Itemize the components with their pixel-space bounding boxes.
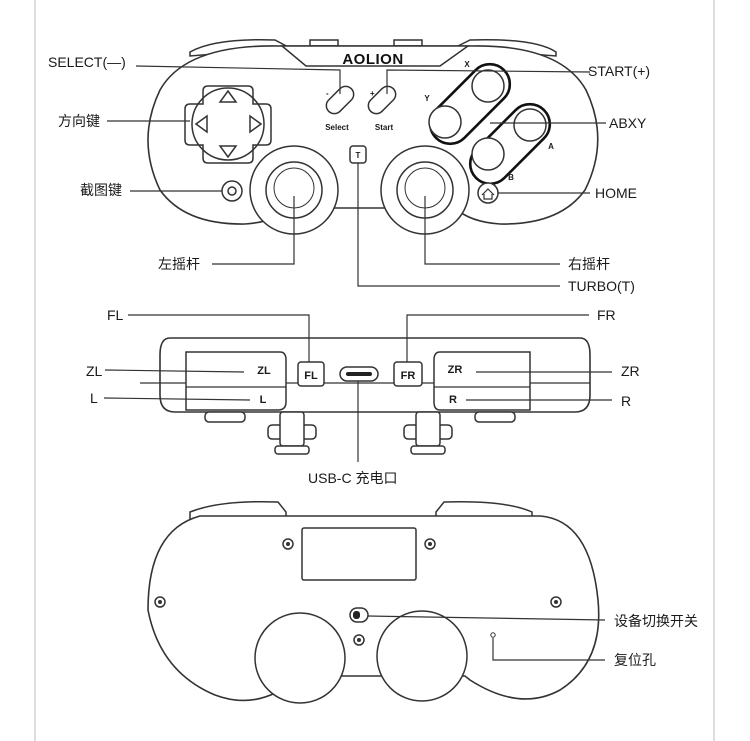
top-callout-lines (103, 314, 612, 462)
label-fl: FL (107, 307, 124, 323)
label-switch: 设备切换开关 (614, 613, 698, 629)
back-screws (154, 538, 562, 646)
label-start: START(+) (588, 63, 650, 79)
minus-mark: - (326, 89, 329, 98)
label-fr: FR (597, 307, 616, 323)
top-right-stick (403, 411, 453, 455)
front-callout-lines (107, 65, 606, 287)
left-shoulder-block (185, 351, 287, 411)
front-brand-panel (279, 45, 471, 67)
back-view (147, 500, 600, 704)
label-r: R (621, 393, 631, 409)
dpad-down-icon (218, 145, 238, 159)
plus-mark: + (370, 89, 375, 98)
fr-button[interactable] (393, 361, 423, 387)
right-stick[interactable] (380, 145, 470, 235)
front-top-nub-left (309, 39, 339, 47)
label-zr: ZR (621, 363, 640, 379)
y-letter: Y (424, 94, 430, 103)
label-abxy: ABXY (609, 115, 647, 131)
top-bump-1 (204, 411, 246, 423)
back-grip-right (376, 610, 468, 702)
usbc-slot-icon (346, 372, 372, 376)
label-l: L (90, 390, 98, 406)
right-shoulder-block (433, 351, 531, 411)
reset-hole[interactable] (490, 632, 496, 638)
left-stick[interactable] (249, 145, 339, 235)
label-left-stick: 左摇杆 (158, 256, 200, 272)
label-home: HOME (595, 185, 637, 201)
dpad-right-icon (249, 114, 263, 134)
r-button[interactable]: R (449, 394, 457, 406)
y-button[interactable] (428, 105, 462, 139)
top-left-stick (267, 411, 317, 455)
b-letter: B (508, 173, 514, 182)
label-select: SELECT(—) (48, 54, 126, 70)
start-button[interactable] (365, 83, 399, 117)
x-button[interactable] (471, 69, 505, 103)
front-top-nub-right (393, 39, 423, 47)
label-turbo: TURBO(T) (568, 278, 635, 294)
label-reset: 复位孔 (614, 652, 656, 668)
screenshot-dot-icon (227, 186, 237, 196)
select-small-label: Select (325, 123, 349, 132)
a-letter: A (548, 142, 554, 151)
turbo-letter: T (356, 151, 361, 160)
zr-button[interactable]: ZR (448, 364, 463, 376)
label-screenshot: 截图键 (80, 182, 122, 198)
home-button[interactable] (477, 182, 499, 204)
b-button[interactable] (471, 137, 505, 171)
label-usbc: USB-C 充电口 (308, 470, 397, 486)
back-grip-left (254, 612, 346, 704)
fr-button-label: FR (401, 370, 416, 382)
select-button[interactable] (323, 83, 357, 117)
front-view: AOLION - + Select Start X Y A B (147, 39, 599, 235)
dpad[interactable] (184, 85, 272, 164)
fl-button[interactable] (297, 361, 325, 387)
back-callout-lines (367, 615, 606, 661)
label-dpad: 方向键 (58, 113, 100, 129)
x-letter: X (464, 60, 470, 69)
back-label-plate (301, 527, 417, 581)
brand-logo: AOLION (342, 51, 403, 68)
abxy-cluster: X Y A B (424, 60, 554, 186)
home-icon (481, 188, 495, 200)
top-bump-2 (474, 411, 516, 423)
l-button[interactable]: L (260, 394, 267, 406)
start-small-label: Start (375, 123, 394, 132)
dpad-left-icon (194, 114, 208, 134)
dpad-up-icon (218, 89, 238, 103)
top-view: ZL L ZR R FL FR (140, 337, 591, 455)
label-right-stick: 右摇杆 (568, 256, 610, 272)
a-button[interactable] (513, 108, 547, 142)
fl-button-label: FL (304, 370, 318, 382)
switch-knob-icon (353, 611, 360, 619)
label-zl: ZL (86, 363, 103, 379)
zl-button[interactable]: ZL (257, 365, 271, 377)
